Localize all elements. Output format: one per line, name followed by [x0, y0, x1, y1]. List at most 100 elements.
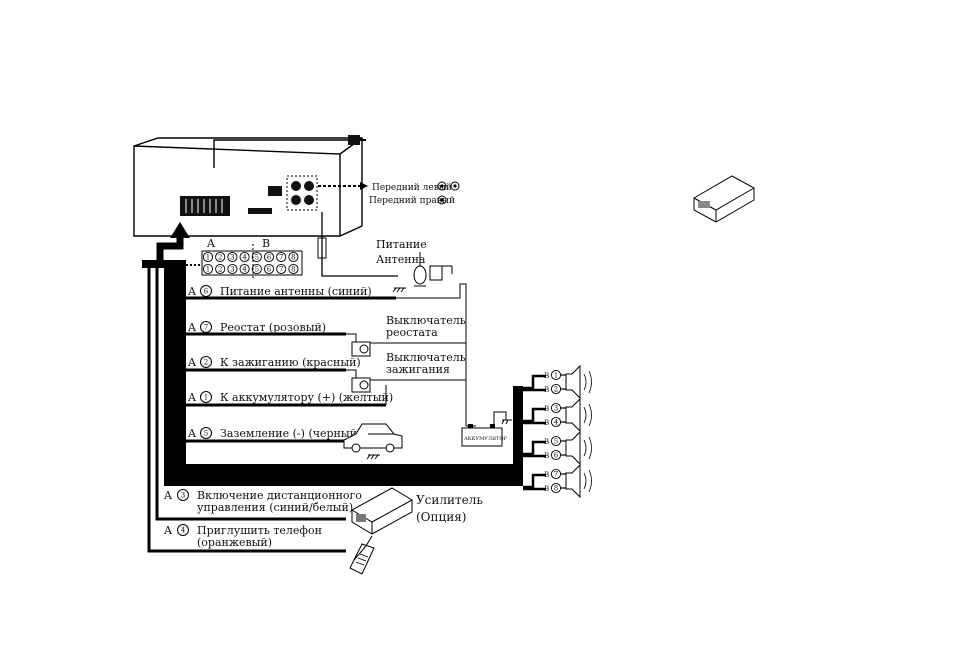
phone-icon	[349, 535, 375, 575]
wire-6-letter: A	[187, 285, 197, 298]
pin-cell	[263, 251, 275, 263]
pin-cell	[239, 251, 250, 263]
harness-up-arrow	[156, 236, 184, 262]
speaker-pin-circle	[550, 369, 562, 381]
car-ground-icon	[343, 423, 403, 460]
amplifier-thumbnail-icon	[693, 175, 755, 223]
pin-cell	[276, 251, 287, 263]
remote-label-2: управления (синий/белый)	[197, 501, 353, 514]
connector-a-letter: A	[206, 237, 216, 250]
rca-jacks	[291, 181, 314, 205]
rca-right-jack-icon	[437, 195, 447, 205]
speaker-pin-circle	[550, 383, 562, 395]
mute-lead	[147, 266, 346, 553]
mute-letter: A	[163, 524, 173, 537]
pin-number: 2	[218, 265, 222, 273]
ignition-switch-icon	[346, 369, 386, 393]
harness-header	[142, 260, 186, 268]
sound-wave-icon	[588, 403, 592, 427]
wire-1-letter: A	[187, 391, 197, 404]
ignition-switch-label-1: Выключатель	[386, 351, 466, 364]
rca-left-jack-icon	[437, 181, 447, 191]
mute-label-1: Приглушить телефон	[197, 524, 322, 537]
connector-b-letter: B	[262, 237, 270, 250]
antenna-lead	[321, 212, 398, 277]
head-unit-edge	[133, 145, 341, 236]
speaker-letter: B	[544, 485, 549, 493]
pin-number: 8	[291, 253, 295, 261]
unit-slot	[248, 208, 272, 214]
pin-number: 4	[242, 253, 247, 261]
speaker-icon	[565, 397, 581, 433]
speaker-letter: B	[544, 471, 549, 479]
pin-number: 2	[218, 253, 222, 261]
unit-iso-pins	[185, 199, 223, 213]
speaker-pin-circle	[550, 402, 562, 414]
rca-left-jack-icon-2	[450, 181, 460, 191]
speaker-wire	[523, 473, 546, 489]
rheostat-switch-label-2: реостата	[386, 326, 438, 339]
antenna-label: Антенна	[376, 253, 426, 266]
head-unit	[133, 137, 363, 237]
unit-cable-plug	[348, 135, 360, 145]
speaker-pin-circle	[550, 482, 562, 494]
pin-number: 1	[206, 265, 210, 273]
remote-lead	[155, 266, 346, 521]
speaker-wire	[523, 374, 546, 390]
rca-front-right-label: Передний правый	[369, 196, 455, 206]
pin-number: 7	[279, 253, 283, 261]
pin-cell	[202, 251, 214, 263]
mute-label-2: (оранжевый)	[197, 536, 272, 549]
pin-cell	[276, 263, 287, 275]
speaker-pin: 1	[554, 371, 558, 379]
rca-cluster-frame	[286, 175, 318, 211]
pin-cell	[251, 251, 262, 263]
rheostat-switch-label-1: Выключатель	[386, 314, 466, 327]
wire-6-pin: 6	[204, 288, 209, 296]
pin-cell	[227, 251, 238, 263]
pin-number: 4	[242, 265, 247, 273]
speaker-letter: B	[544, 405, 549, 413]
pin-number: 1	[206, 253, 210, 261]
sound-wave-icon	[583, 373, 587, 391]
speaker-pin: 3	[554, 404, 558, 412]
head-unit-body	[133, 137, 363, 237]
sound-wave-icon	[583, 439, 587, 457]
pin-number: 8	[291, 265, 295, 273]
speaker-letter: B	[544, 386, 549, 394]
remote-label-1: Включение дистанционного	[197, 489, 362, 502]
pin-number: 5	[255, 253, 259, 261]
pin-number: 3	[230, 265, 234, 273]
unit-cable	[213, 139, 350, 168]
speaker-wire	[523, 440, 546, 456]
wire-5-letter: A	[187, 427, 197, 440]
speaker-icon	[565, 430, 581, 466]
rca-block	[268, 186, 282, 196]
remote-letter: A	[163, 489, 173, 502]
amplifier-option: (Опция)	[416, 510, 466, 524]
ignition-switch-label-2: зажигания	[386, 363, 450, 376]
pin-cell	[227, 263, 238, 275]
amplifier-icon	[351, 487, 413, 535]
speaker-pin: 7	[554, 470, 558, 478]
wire-7-pin: 7	[204, 324, 208, 332]
pin-number: 6	[267, 253, 272, 261]
antenna-plug	[317, 237, 327, 259]
mute-labels: A 4 Приглушить телефон (оранжевый)	[163, 524, 322, 549]
wire-7-letter: A	[187, 321, 197, 334]
speaker-pin: 4	[554, 418, 559, 426]
battery-icon	[461, 411, 512, 447]
rheostat-switch-icon	[346, 333, 380, 357]
pin-cell	[215, 263, 226, 275]
speaker-pin: 2	[554, 385, 558, 393]
pin-number: 6	[267, 265, 272, 273]
wire-2-letter: A	[187, 356, 197, 369]
speaker-letter: B	[544, 372, 549, 380]
speaker-letter: B	[544, 419, 549, 427]
speaker-pin-circle	[550, 435, 562, 447]
remote-pin: 3	[181, 492, 185, 500]
wire-2-label: К зажиганию (красный)	[220, 356, 361, 369]
battery-label: АККУМУЛЯТОР	[464, 436, 508, 442]
